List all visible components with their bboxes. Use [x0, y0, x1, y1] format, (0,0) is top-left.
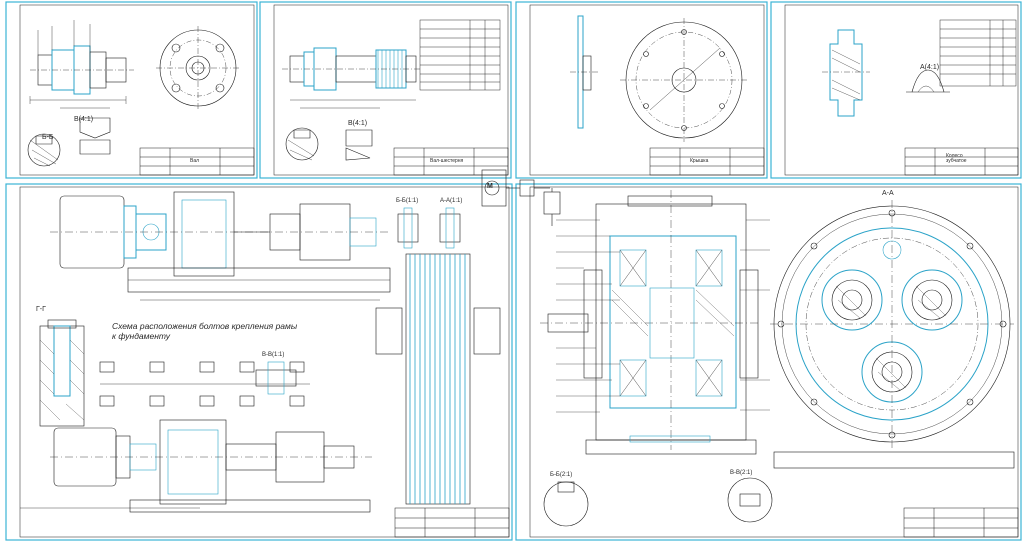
frame-gear-shaft	[259, 1, 512, 179]
dimension-lines	[556, 219, 770, 413]
drive-assembly	[20, 191, 501, 513]
parameter-tables	[419, 19, 1017, 91]
title-blocks	[139, 147, 1019, 538]
frame-cover	[515, 1, 768, 179]
reducer-section-bb: Б-Б(2:1)	[550, 472, 573, 478]
gear-wheel-drawing	[822, 29, 950, 117]
reducer-section-aa: А-А	[882, 190, 894, 197]
drive-section-aa: А-А(1:1)	[440, 198, 463, 204]
drive-section-bb: Б-Б(1:1)	[396, 198, 419, 204]
frame-drive	[5, 183, 513, 541]
sheet-frames	[5, 1, 1022, 541]
drive-section-vv: В-В(1:1)	[262, 352, 285, 358]
frame-gear-wheel	[770, 1, 1022, 179]
frame-shaft	[5, 1, 258, 179]
reducer-assembly	[540, 190, 1015, 527]
motor-symbol: М	[487, 183, 493, 190]
cover-title: Крышка	[690, 158, 709, 164]
shaft-section-label: Б-Б	[42, 134, 54, 141]
cover-drawing	[570, 15, 748, 142]
gear-shaft-title: Вал-шестерня	[430, 158, 464, 164]
shaft-drawing	[27, 20, 240, 167]
shaft-title: Вал	[190, 158, 200, 164]
gear-wheel-title: Колесо зубчатое	[946, 153, 967, 164]
kinematic-scheme	[481, 169, 561, 226]
drive-bolt-scheme-caption: Схема расположения болтов крепления рамы…	[112, 321, 298, 341]
inner-frames	[19, 4, 1019, 538]
reducer-section-vv: В-В(2:1)	[730, 470, 753, 476]
gear-wheel-view-label: А(4:1)	[920, 64, 940, 71]
shaft-view-label: В(4:1)	[74, 116, 94, 123]
gear-shaft-drawing	[282, 47, 422, 161]
gear-shaft-section-label: В(4:1)	[348, 120, 368, 127]
frame-reducer	[515, 183, 1022, 541]
drive-section-gg: Г-Г	[36, 306, 46, 313]
